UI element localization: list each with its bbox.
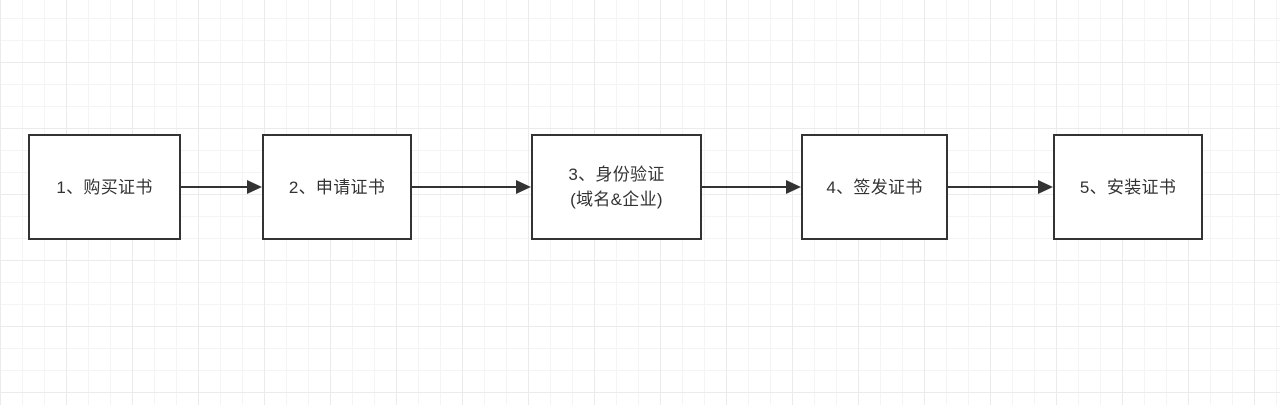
flow-node-step-5[interactable]: 5、安装证书 — [1053, 134, 1203, 240]
flow-node-label: 5、安装证书 — [1079, 177, 1177, 197]
connector-line — [181, 185, 247, 189]
flow-node-step-1[interactable]: 1、购买证书 — [28, 134, 181, 240]
arrow-head-icon — [786, 180, 801, 194]
flow-node-label: 1、购买证书 — [56, 177, 153, 197]
connector-line — [702, 185, 786, 189]
flow-node-label: 2、申请证书 — [288, 177, 386, 197]
flow-node-label: 3、身份验证 (域名&企业) — [568, 165, 665, 209]
flow-connector-3-4 — [702, 180, 801, 194]
connector-line — [412, 185, 516, 189]
flow-connector-1-2 — [181, 180, 262, 194]
flow-connector-4-5 — [948, 180, 1053, 194]
flow-node-label: 4、签发证书 — [826, 177, 923, 197]
flow-node-step-2[interactable]: 2、申请证书 — [262, 134, 412, 240]
flow-node-step-3[interactable]: 3、身份验证 (域名&企业) — [531, 134, 702, 240]
arrow-head-icon — [516, 180, 531, 194]
arrow-head-icon — [1038, 180, 1053, 194]
arrow-head-icon — [247, 180, 262, 194]
connector-line — [948, 185, 1038, 189]
flow-node-step-4[interactable]: 4、签发证书 — [801, 134, 948, 240]
flow-connector-2-3 — [412, 180, 531, 194]
